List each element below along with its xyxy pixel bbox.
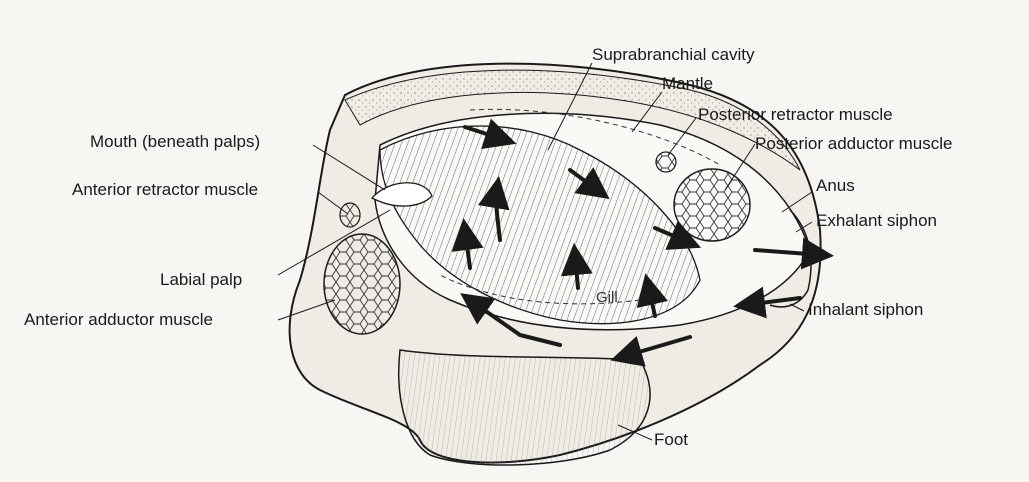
label-exhalant-siphon: Exhalant siphon (816, 211, 937, 230)
leader-inhalant (789, 303, 805, 312)
label-posterior-adductor-muscle: Posterior adductor muscle (755, 134, 953, 153)
leader-labial-palp (277, 209, 391, 276)
label-inhalant-siphon: Inhalant siphon (808, 300, 924, 319)
label-suprabranchial-cavity: Suprabranchial cavity (592, 45, 755, 64)
gill (379, 125, 701, 325)
anterior-retractor-muscle (339, 202, 361, 228)
leader-anterior-adductor (277, 299, 336, 321)
flow-arrow (733, 286, 802, 319)
labial-palp (370, 182, 433, 207)
flow-arrow (451, 218, 484, 270)
label-gill: Gill (596, 289, 618, 306)
leader-lines (277, 62, 813, 441)
flow-arrow (460, 293, 562, 347)
leader-posterior-retractor (667, 117, 697, 156)
label-anus: Anus (816, 176, 855, 195)
flow-arrow (463, 118, 517, 150)
foot (398, 349, 651, 466)
label-mantle: Mantle (662, 74, 714, 93)
hinge-region (344, 69, 801, 171)
water-flow-arrows (451, 118, 834, 367)
leader-exhalant (795, 221, 813, 233)
label-mouth: Mouth (beneath palps) (90, 132, 261, 151)
label-anterior-adductor-muscle: Anterior adductor muscle (24, 310, 213, 329)
posterior-retractor-muscle (655, 151, 677, 173)
flow-arrow (568, 167, 610, 200)
label-foot: Foot (654, 430, 689, 449)
flow-arrow (636, 273, 669, 318)
leader-posterior-adductor (724, 143, 756, 191)
leader-anus (781, 191, 813, 213)
leader-suprabranchial (547, 62, 593, 151)
label-posterior-retractor-muscle: Posterior retractor muscle (698, 105, 893, 124)
dashed-flow-line (439, 274, 641, 305)
posterior-adductor-muscle (673, 168, 751, 242)
leader-anterior-retractor (317, 191, 349, 215)
flow-arrow (560, 243, 593, 290)
leader-foot (617, 424, 653, 441)
leader-mouth (312, 144, 386, 191)
flow-arrow (653, 220, 702, 250)
leader-mantle (631, 91, 663, 133)
flow-arrow (753, 237, 834, 270)
anterior-adductor-muscle (323, 233, 401, 335)
flow-arrow (610, 335, 692, 367)
label-anterior-retractor-muscle: Anterior retractor muscle (72, 180, 259, 199)
dashed-flow-line (469, 108, 721, 166)
flow-arrow (477, 176, 510, 242)
label-labial-palp: Labial palp (160, 270, 243, 289)
